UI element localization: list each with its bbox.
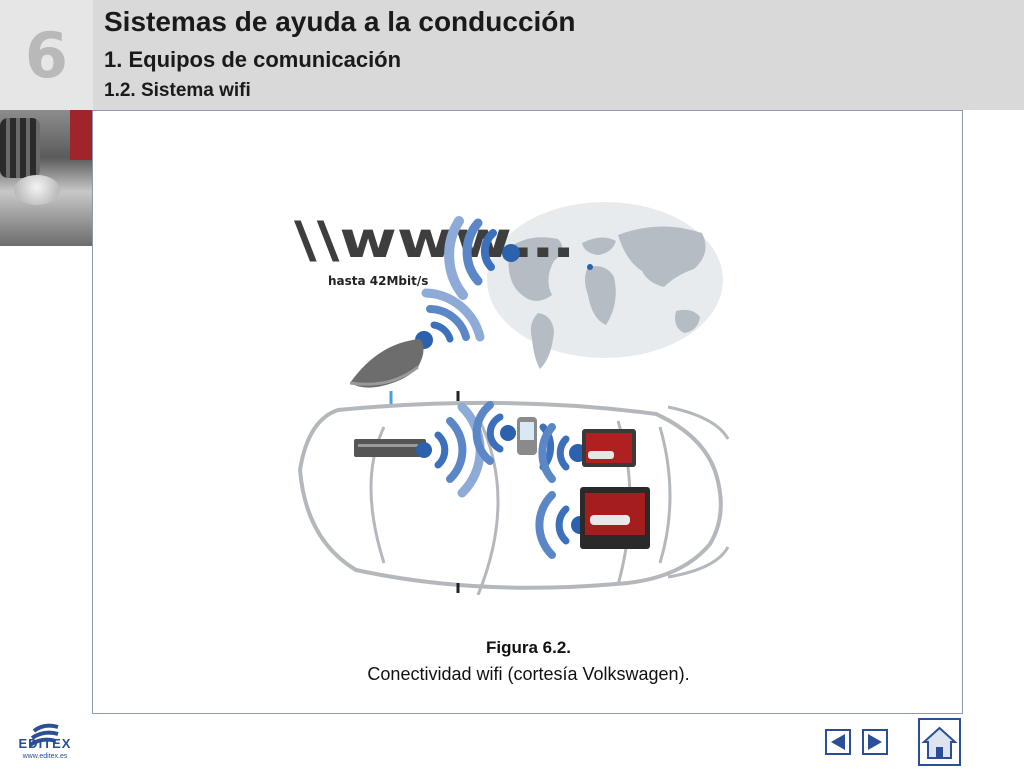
previous-button[interactable] xyxy=(825,729,851,755)
subsection-title: 1.2. Sistema wifi xyxy=(104,80,251,101)
logo-name: EDITEX xyxy=(18,736,72,751)
header-bar xyxy=(93,0,1024,110)
house-icon xyxy=(921,726,958,759)
wifi-signal-icon xyxy=(444,216,520,300)
engine-photo xyxy=(0,110,93,246)
roof-antenna-icon xyxy=(350,339,424,388)
logo-url: www.editex.es xyxy=(22,753,68,760)
next-button[interactable] xyxy=(862,729,888,755)
editex-logo xyxy=(28,723,59,747)
wifi-signal-icon xyxy=(415,288,485,349)
home-button[interactable] xyxy=(918,718,961,766)
triangle-right-icon xyxy=(868,734,882,750)
figure-caption-label: Figura 6.2. xyxy=(485,638,572,657)
wifi-connectivity-figure: \\www… hasta 42Mbit/s xyxy=(294,202,730,595)
chapter-number: 6 xyxy=(24,18,69,92)
speed-label: hasta 42Mbit/s xyxy=(328,274,428,288)
section-title: 1. Equipos de comunicación xyxy=(104,47,402,72)
wifi-signal-icon xyxy=(472,401,516,465)
page-title: Sistemas de ayuda a la conducción xyxy=(104,6,576,37)
chapter-box xyxy=(0,0,93,110)
world-map-illustration xyxy=(487,202,723,369)
www-text: \\www… xyxy=(294,211,574,269)
figure-caption-text: Conectividad wifi (cortesía Volkswagen). xyxy=(367,664,690,684)
triangle-left-icon xyxy=(831,734,845,750)
head-unit-icon xyxy=(354,439,426,457)
